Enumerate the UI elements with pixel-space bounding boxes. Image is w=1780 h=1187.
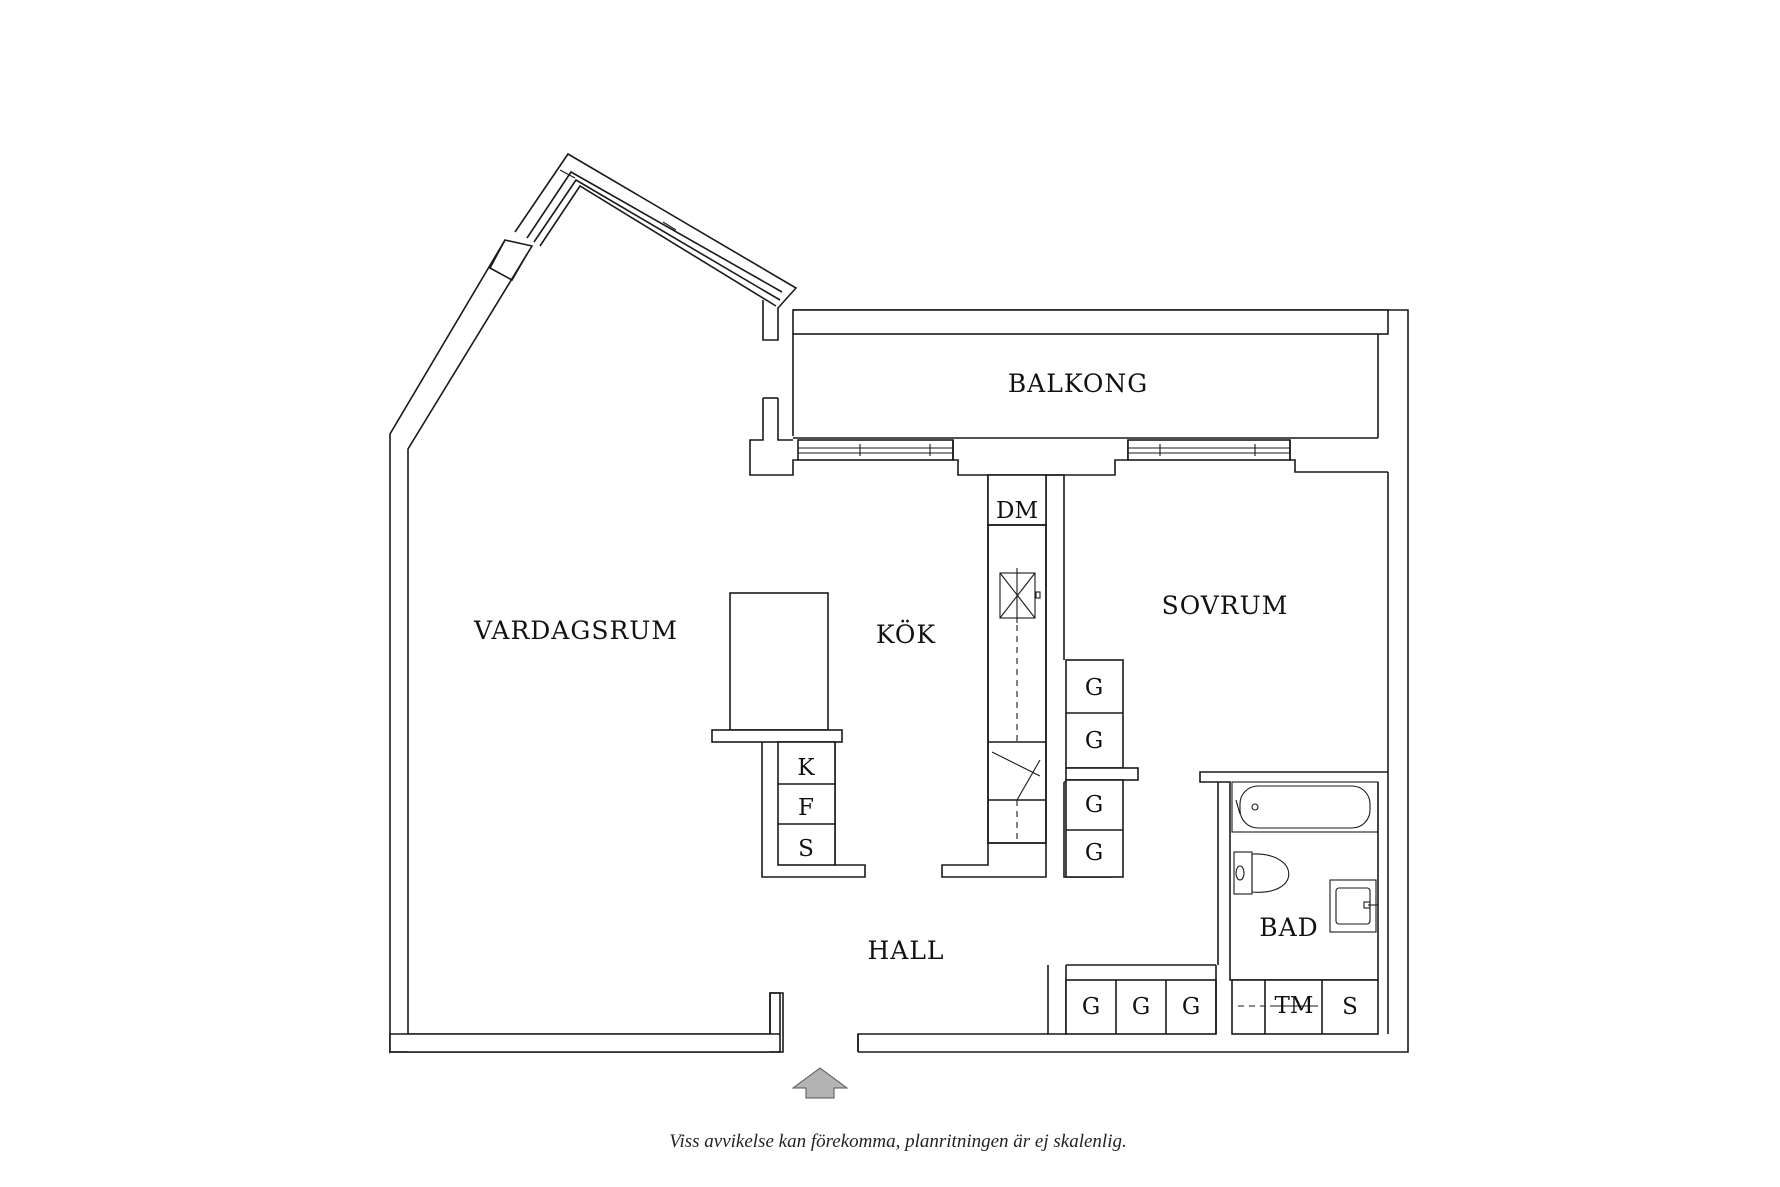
room-label-balkong: BALKONG: [1008, 369, 1148, 398]
balcony: [792, 309, 1389, 439]
hall-wardrobe-label: G: [1132, 994, 1150, 1020]
outer-walls: [389, 239, 1409, 1054]
hall-wardrobe-label: G: [1182, 994, 1200, 1020]
stove-icon: [999, 568, 1041, 623]
disclaimer-caption: Viss avvikelse kan förekomma, planritnin…: [669, 1131, 1126, 1152]
room-label-kok: KÖK: [876, 620, 937, 649]
kitchen-island: [711, 592, 866, 878]
washing-machine-label: TM: [1275, 993, 1314, 1019]
toilet-icon: [1233, 851, 1290, 895]
washbasin-icon: [1329, 879, 1378, 933]
room-label-bad: BAD: [1259, 913, 1318, 942]
kitchen-counter: [941, 474, 1047, 878]
internal-walls: [1046, 474, 1388, 1035]
fridge-label: K: [797, 755, 815, 781]
room-label-hall: HALL: [867, 936, 944, 965]
room-label-vardagsrum: VARDAGSRUM: [473, 616, 678, 645]
bay-window: [488, 152, 798, 341]
bedroom-wardrobe-label: G: [1085, 792, 1103, 818]
sink-icon: [991, 751, 1041, 801]
bedroom-wardrobe-label: G: [1085, 675, 1103, 701]
bathroom-fixtures: [1231, 781, 1379, 933]
entrance-arrow-icon: [791, 1067, 849, 1099]
bathtub-icon: [1231, 781, 1379, 833]
hall-wardrobe-label: G: [1082, 994, 1100, 1020]
bedroom-wardrobe-label: G: [1085, 728, 1103, 754]
hall-cabinet-label: S: [1342, 994, 1358, 1020]
balcony-wall: [749, 397, 1388, 476]
kitchen-cabinet-label: S: [798, 836, 814, 862]
freezer-label: F: [798, 795, 814, 821]
dishwasher-label: DM: [996, 498, 1038, 524]
bedroom-wardrobe-label: G: [1085, 840, 1103, 866]
room-label-sovrum: SOVRUM: [1162, 591, 1289, 620]
